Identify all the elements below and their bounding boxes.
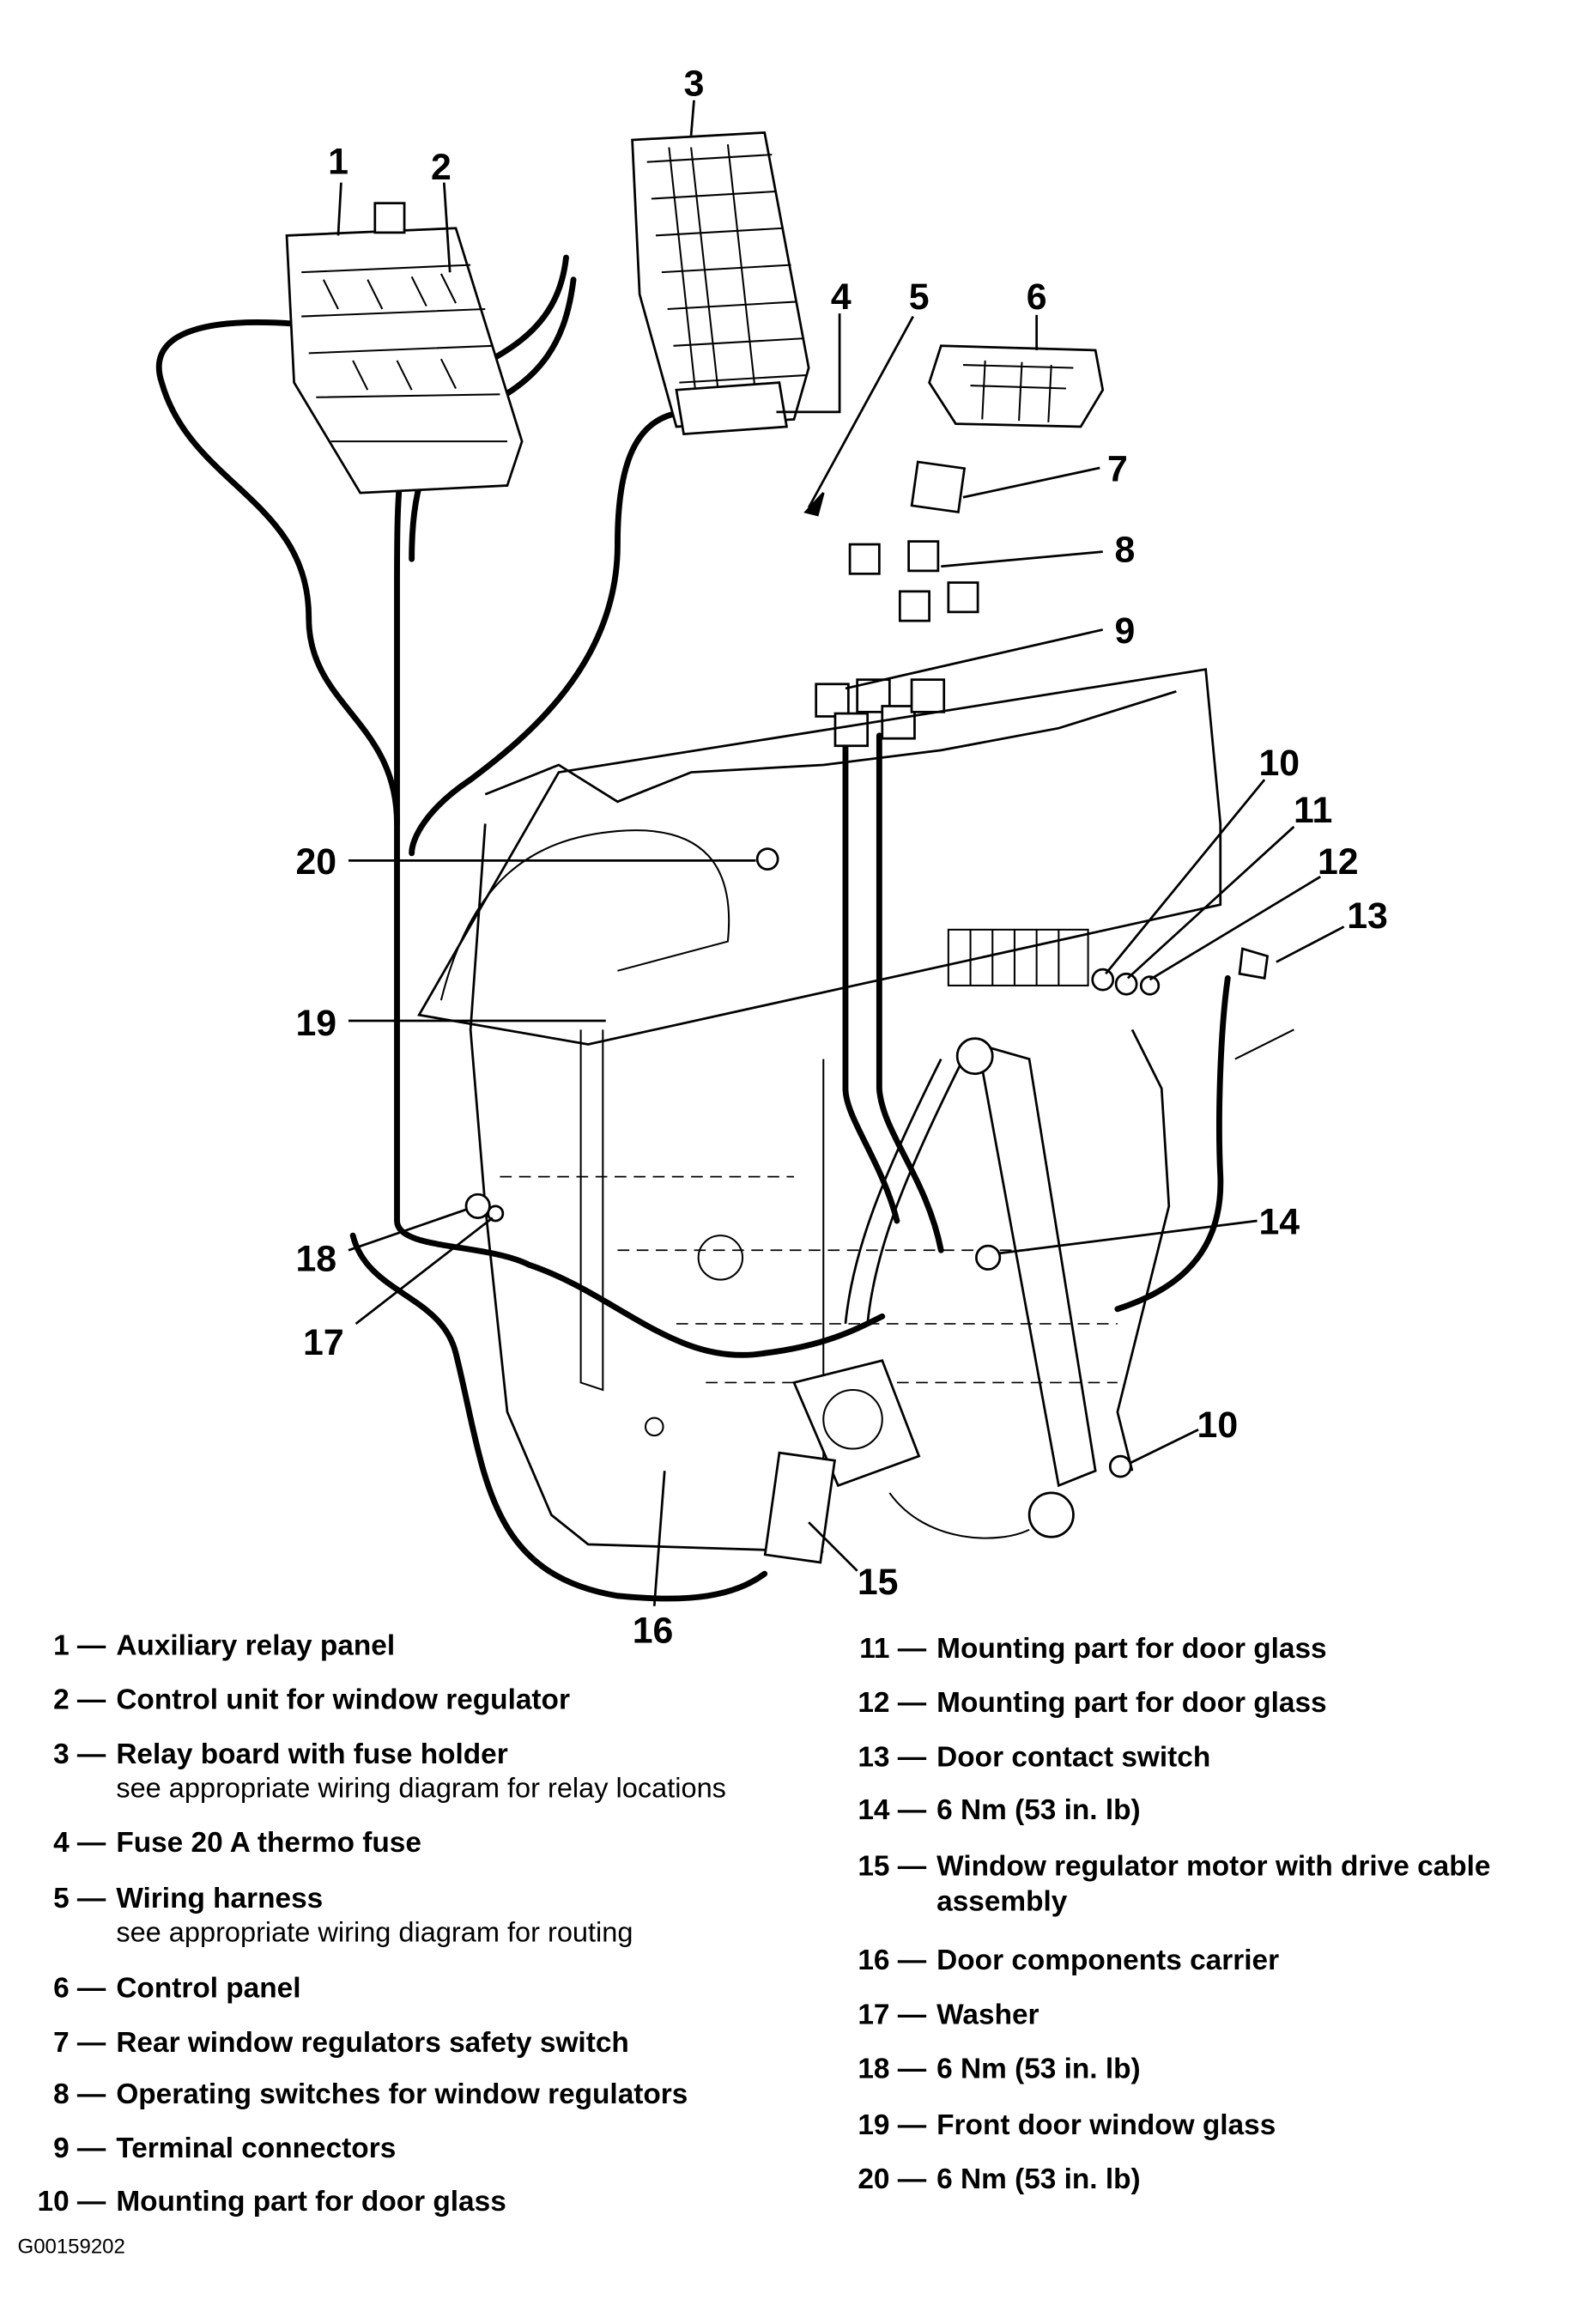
legend-num: 20 — [858, 2163, 926, 2195]
legend-text: Door components carrier [936, 1945, 1279, 1976]
legend-num: 9 — [53, 2133, 106, 2164]
callout-1: 1 [328, 141, 349, 182]
legend-text: Terminal connectors [116, 2133, 396, 2164]
callout-5: 5 [909, 276, 930, 318]
mount-10b [1108, 1454, 1132, 1478]
leader-lines [336, 100, 1345, 1606]
legend-text: Window regulator motor with drive cable [936, 1850, 1490, 1882]
legend-text: Front door window glass [936, 2109, 1276, 2141]
legend-text: Fuse 20 A thermo fuse [116, 1827, 421, 1859]
legend-num: 7 — [53, 2027, 106, 2059]
relay-board-with-fuse-holder [631, 130, 810, 436]
legend-num: 5 — [53, 1883, 106, 1914]
legend-right: 11 — Mounting part for door glass 12 — M… [858, 1633, 1490, 2195]
legend-text: Relay board with fuse holder [116, 1738, 507, 1770]
callout-labels: 1 2 3 4 5 6 7 8 9 10 11 12 13 14 15 16 1… [295, 64, 1387, 1652]
legend-num: 11 — [859, 1633, 927, 1665]
front-door-window-glass [417, 668, 1222, 1046]
callout-13: 13 [1347, 895, 1388, 937]
legend-text-cont: assembly [936, 1885, 1068, 1917]
safety-switch [910, 460, 967, 514]
callout-4: 4 [831, 276, 852, 318]
legend-num: 1 — [53, 1629, 106, 1661]
bolt-18 [464, 1192, 491, 1219]
legend-note: see appropriate wiring diagram for routi… [116, 1916, 633, 1947]
callout-14: 14 [1258, 1201, 1300, 1242]
callout-18: 18 [295, 1238, 336, 1279]
mount-10 [1091, 968, 1115, 992]
legend-text: 6 Nm (53 in. lb) [936, 1794, 1141, 1826]
callout-6: 6 [1027, 276, 1047, 318]
legend-num: 4 — [53, 1827, 106, 1859]
control-panel [928, 344, 1105, 428]
legend-num: 15 — [858, 1850, 926, 1882]
door-components-carrier [469, 690, 1177, 1553]
legend-text: Wiring harness [116, 1883, 323, 1914]
legend-text: Auxiliary relay panel [116, 1629, 395, 1661]
bolt-20 [755, 847, 779, 871]
legend-text: Mounting part for door glass [936, 1687, 1326, 1719]
callout-10: 10 [1258, 743, 1300, 784]
legend-text: Control panel [116, 1972, 300, 2004]
callout-16: 16 [633, 1611, 674, 1652]
legend-text: Washer [936, 1999, 1039, 2030]
legend-num: 6 — [53, 1972, 106, 2004]
legend-text: Door contact switch [936, 1742, 1210, 1774]
window-regulator-assembly [763, 1037, 1097, 1564]
legend-num: 17 — [858, 1999, 926, 2030]
fasteners [464, 847, 1270, 1478]
legend-num: 12 — [858, 1687, 926, 1719]
legend-text: Operating switches for window regulators [116, 2078, 688, 2110]
callout-8: 8 [1115, 530, 1136, 571]
legend-num: 14 — [858, 1794, 926, 1826]
operating-switches [848, 540, 979, 622]
callout-7: 7 [1107, 448, 1128, 489]
legend-num: 10 — [38, 2186, 106, 2218]
figure-code: G00159202 [18, 2236, 125, 2259]
legend-num: 19 — [858, 2109, 926, 2141]
callout-3: 3 [684, 64, 705, 105]
callout-10b: 10 [1197, 1405, 1239, 1446]
legend-text: Mounting part for door glass [936, 1633, 1326, 1665]
legend-left: 1 — Auxiliary relay panel 2 — Control un… [38, 1629, 726, 2217]
legend-num: 18 — [858, 2054, 926, 2085]
legend-num: 13 — [858, 1742, 926, 1774]
legend-note: see appropriate wiring diagram for relay… [116, 1773, 726, 1804]
legend-text: Mounting part for door glass [116, 2186, 506, 2218]
legend-text: 6 Nm (53 in. lb) [936, 2054, 1141, 2085]
wiring-harness [155, 254, 1294, 1602]
legend-num: 8 — [53, 2078, 106, 2110]
callout-20: 20 [295, 841, 336, 883]
bolt-14 [975, 1244, 1002, 1271]
callout-12: 12 [1318, 841, 1359, 883]
auxiliary-relay-panel [285, 202, 524, 495]
callout-11: 11 [1294, 790, 1332, 831]
legend-num: 3 — [53, 1738, 106, 1770]
legend-text: Rear window regulators safety switch [116, 2027, 628, 2059]
legend-num: 2 — [53, 1684, 106, 1716]
legend-text: Control unit for window regulator [116, 1684, 570, 1716]
legend-text: 6 Nm (53 in. lb) [936, 2163, 1141, 2195]
callout-9: 9 [1115, 610, 1136, 652]
callout-19: 19 [295, 1003, 336, 1044]
callout-15: 15 [858, 1562, 899, 1603]
legend-num: 16 — [858, 1945, 926, 1976]
callout-17: 17 [303, 1322, 344, 1363]
callout-2: 2 [431, 147, 452, 188]
door-contact-switch [1238, 947, 1270, 980]
mount-11 [1114, 972, 1138, 996]
mount-12 [1139, 975, 1161, 996]
